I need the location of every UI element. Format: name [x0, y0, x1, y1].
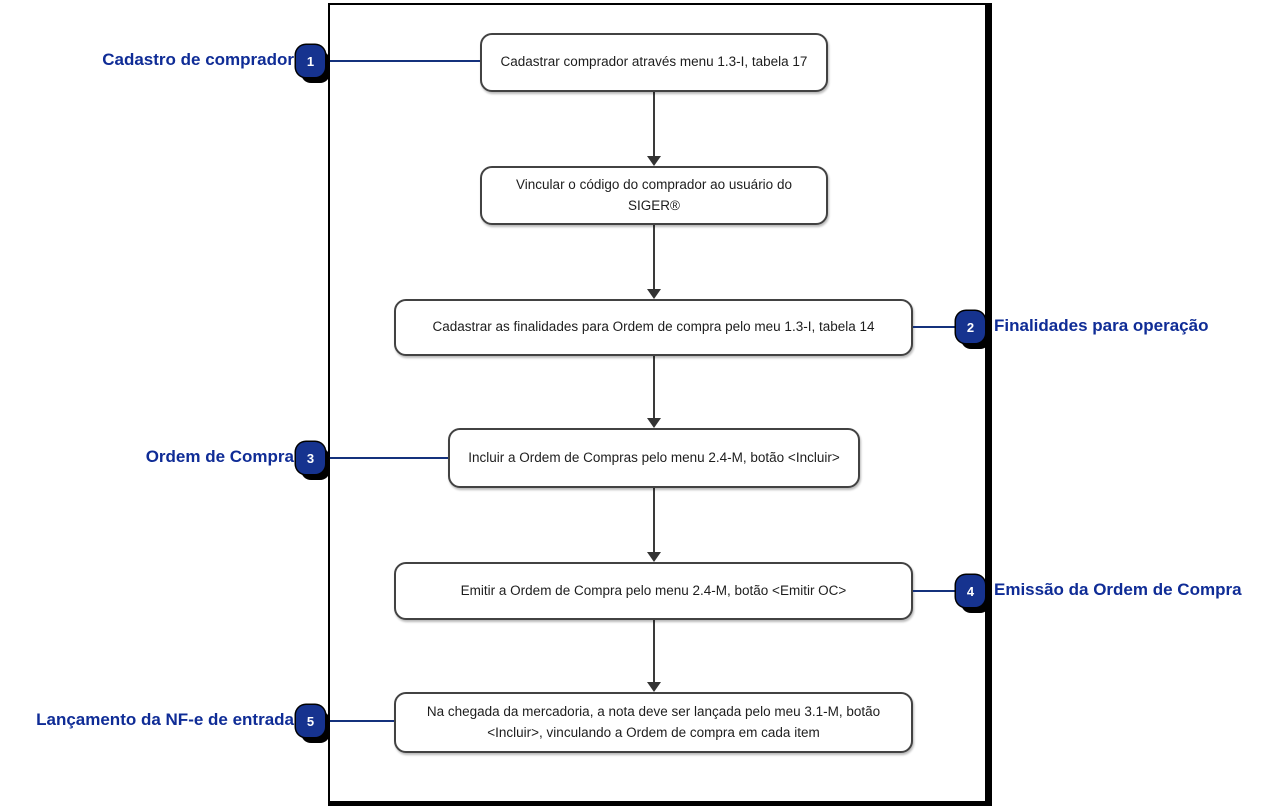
flow-arrow-line-4	[653, 488, 655, 552]
arrow-down-icon	[647, 156, 661, 166]
arrow-down-icon	[647, 682, 661, 692]
step-badge-1: 1	[296, 45, 325, 77]
flow-arrow-line-5	[653, 620, 655, 682]
arrow-down-icon	[647, 552, 661, 562]
flow-step-box-2: Vincular o código do comprador ao usuári…	[480, 166, 828, 225]
flow-step-box-1: Cadastrar comprador através menu 1.3-I, …	[480, 33, 828, 92]
callout-label-1: Cadastro de comprador	[102, 50, 294, 69]
flow-step-box-4: Incluir a Ordem de Compras pelo menu 2.4…	[448, 428, 860, 488]
step-badge-5: 5	[296, 705, 325, 737]
step-badge-number: 3	[306, 450, 315, 466]
callout-connector-2	[913, 326, 971, 328]
step-badge-number: 2	[966, 319, 975, 335]
step-badge-2: 2	[956, 311, 985, 343]
flow-arrow-line-3	[653, 356, 655, 418]
step-badge-number: 4	[966, 583, 975, 599]
flow-step-box-5: Emitir a Ordem de Compra pelo menu 2.4-M…	[394, 562, 913, 620]
callout-connector-1	[310, 60, 480, 62]
flow-step-box-6: Na chegada da mercadoria, a nota deve se…	[394, 692, 913, 753]
arrow-down-icon	[647, 289, 661, 299]
callout-connector-4	[913, 590, 971, 592]
callout-label-2: Finalidades para operação	[994, 316, 1209, 335]
callout-connector-5	[310, 720, 394, 722]
callout-label-3: Ordem de Compra	[145, 447, 294, 466]
step-badge-4: 4	[956, 575, 985, 607]
step-badge-number: 5	[306, 713, 315, 729]
flow-step-box-3: Cadastrar as finalidades para Ordem de c…	[394, 299, 913, 356]
callout-label-4: Emissão da Ordem de Compra	[994, 580, 1242, 599]
step-badge-number: 1	[306, 53, 315, 69]
callout-label-5: Lançamento da NF-e de entrada	[36, 710, 294, 729]
flow-arrow-line-2	[653, 225, 655, 289]
arrow-down-icon	[647, 418, 661, 428]
callout-connector-3	[310, 457, 448, 459]
flow-arrow-line-1	[653, 92, 655, 156]
step-badge-3: 3	[296, 442, 325, 474]
flowchart-frame	[328, 3, 992, 806]
